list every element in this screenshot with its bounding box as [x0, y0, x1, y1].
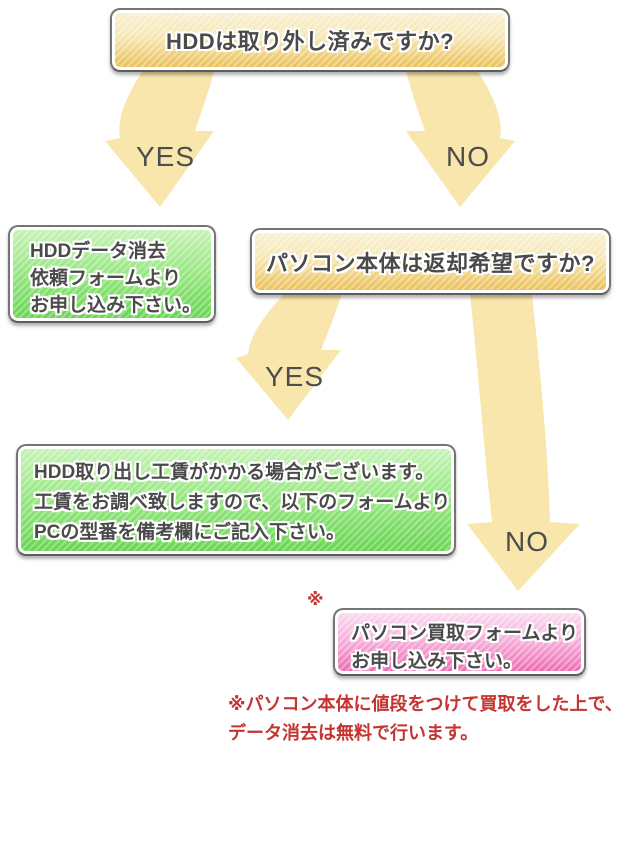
result-text-line: パソコン買取フォームより: [351, 623, 579, 644]
result-text-line: 工賃をお調べ致しますので、以下のフォームより: [34, 492, 451, 513]
branch-label-no-1: NO: [446, 141, 490, 172]
question-text: パソコン本体は返却希望ですか?: [266, 250, 595, 276]
flow-arrow-no-1: [406, 70, 515, 207]
question-box-pc-return: パソコン本体は返却希望ですか?: [250, 228, 611, 295]
footnote-line: ※パソコン本体に値段をつけて買取をした上で、: [228, 694, 620, 714]
result-text-line: HDDデータ消去: [30, 241, 167, 262]
result-text-line: お申し込み下さい。: [351, 651, 523, 672]
question-box-hdd-removed: HDDは取り外し済みですか?: [110, 8, 510, 72]
flow-arrow-yes-1: [105, 70, 214, 207]
result-box-hdd-erase-form[interactable]: HDDデータ消去 依頼フォームより お申し込み下さい。: [8, 225, 216, 323]
result-box-hdd-removal-fee-form[interactable]: HDD取り出し工賃がかかる場合がございます。 工賃をお調べ致しますので、以下のフ…: [16, 444, 456, 556]
question-text: HDDは取り外し済みですか?: [165, 29, 455, 54]
footnote: ※パソコン本体に値段をつけて買取をした上で、 データ消去は無料で行います。: [228, 690, 620, 748]
branch-label-yes-2: YES: [265, 361, 325, 392]
branch-label-yes-1: YES: [136, 141, 196, 172]
note-reference-marker: ※: [307, 590, 324, 609]
result-text-line: HDD取り出し工賃がかかる場合がございます。: [34, 462, 435, 483]
result-box-pc-buyback-form[interactable]: パソコン買取フォームより お申し込み下さい。: [333, 608, 586, 676]
result-text-line: お申し込み下さい。: [30, 295, 202, 316]
footnote-line: データ消去は無料で行います。: [228, 723, 479, 743]
branch-label-no-2: NO: [505, 526, 549, 557]
result-text-line: PCの型番を備考欄にご記入下さい。: [34, 522, 346, 543]
flow-arrow-yes-2: [236, 293, 342, 420]
result-text-line: 依頼フォームより: [30, 268, 182, 289]
